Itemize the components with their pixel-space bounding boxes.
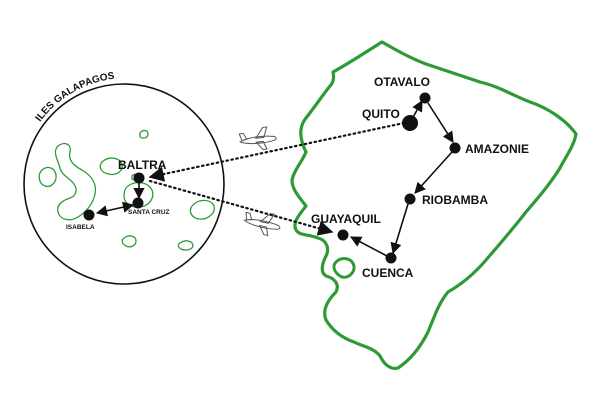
marker-baltra [133, 172, 145, 184]
inset-circle [23, 83, 225, 285]
island-espanola [177, 240, 194, 251]
ecuador-gulf-island [332, 257, 356, 279]
label-riobamba: RIOBAMBA [422, 193, 488, 207]
galapagos-inset: ILES GALAPAGOS [23, 71, 225, 285]
route-cuenca-guayaquil [350, 236, 388, 257]
route-riobamba-cuenca [390, 203, 409, 255]
airplane-icon [243, 211, 281, 237]
island-isabela [54, 142, 97, 221]
marker-santa-cruz [132, 197, 144, 209]
label-cuenca: CUENCA [362, 266, 414, 280]
island-pinta [139, 129, 149, 139]
route-amazonie-riobamba [414, 151, 453, 194]
mainland-route [350, 100, 454, 257]
marker-amazonie [449, 142, 461, 154]
galapagos-route [95, 183, 145, 217]
label-baltra: BALTRA [118, 158, 167, 172]
label-quito: QUITO [362, 107, 400, 121]
marker-cuenca [385, 252, 397, 264]
route-otavalo-amazonie [427, 102, 454, 143]
marker-riobamba [404, 193, 416, 205]
route-santa-cruz-isabela [95, 201, 135, 217]
marker-guayaquil [337, 229, 349, 241]
label-guayaquil: GUAYAQUIL [311, 212, 381, 226]
island-santiago [99, 157, 123, 176]
label-otavalo: OTAVALO [374, 75, 430, 89]
flight-routes [148, 121, 406, 236]
label-isabela: ISABELA [66, 224, 95, 231]
island-san-cristobal [189, 199, 215, 220]
ecuador-outline [290, 40, 578, 370]
marker-otavalo [419, 92, 431, 104]
flight-quito-baltra [148, 121, 406, 182]
island-fernandina [38, 166, 57, 188]
label-amazonie: AMAZONIE [465, 142, 529, 156]
marker-isabela [83, 209, 95, 221]
label-santa-cruz: SANTA CRUZ [128, 209, 170, 216]
island-floreana [121, 235, 137, 248]
airplane-icon [238, 126, 277, 151]
marker-quito [402, 115, 418, 131]
flight-baltra-guayaquil [148, 179, 334, 236]
